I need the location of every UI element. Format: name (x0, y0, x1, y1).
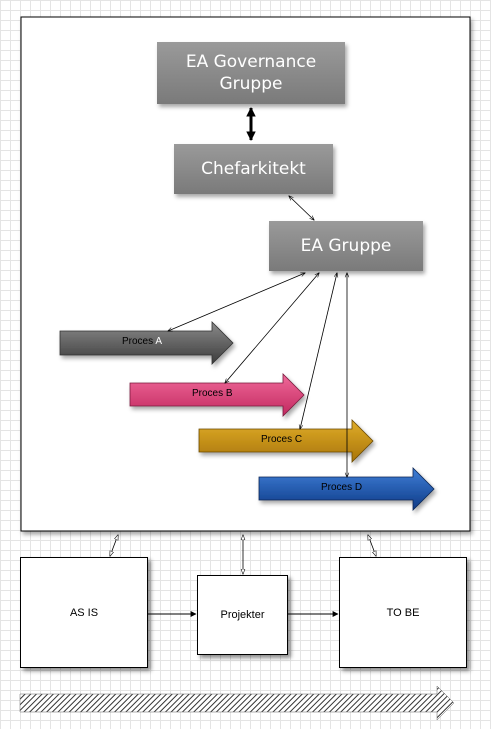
process-b-label: Proces B (192, 388, 233, 399)
ea-group-label: EA Gruppe (300, 236, 392, 256)
chief-ea-arrow (289, 196, 314, 220)
projects-box: Projekter (197, 575, 288, 655)
ea-process-c-arrow (300, 273, 337, 429)
container-asis-arrow (110, 535, 118, 556)
to-be-label: TO BE (386, 606, 420, 619)
chief-architect-box: Chefarkitekt (174, 144, 333, 194)
container-tobe-arrow (368, 535, 376, 556)
process-d-arrow (258, 467, 435, 511)
projects-label: Projekter (220, 609, 265, 621)
to-be-box: TO BE (339, 557, 467, 668)
as-is-box: AS IS (20, 557, 148, 668)
process-c-label: Proces C (261, 434, 303, 445)
process-a-label: Proces A (122, 336, 163, 347)
governance-label: EA Governance Gruppe (185, 52, 317, 94)
governance-box: EA Governance Gruppe (157, 42, 345, 104)
ea-group-box: EA Gruppe (269, 221, 423, 271)
timeline-arrow (19, 685, 455, 721)
chief-architect-label: Chefarkitekt (201, 159, 306, 179)
process-c-arrow (198, 419, 374, 463)
process-d-label: Proces D (321, 482, 363, 493)
as-is-label: AS IS (69, 606, 99, 619)
